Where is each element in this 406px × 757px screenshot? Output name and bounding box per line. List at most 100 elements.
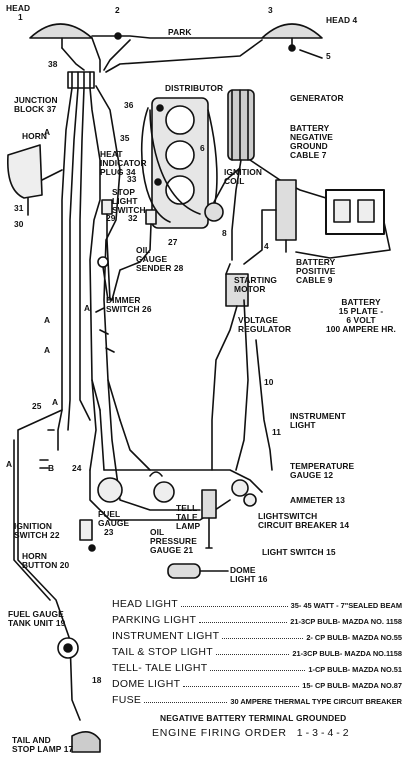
dome-light [167,563,201,579]
legend-spec: 21-3CP BULB- MAZDA NO.1158 [292,649,402,658]
starting-motor [275,179,297,241]
battery-positive-cable [295,221,391,259]
legend-name: FUSE [112,694,142,706]
label-35: 35 [120,133,130,143]
firing-order: ENGINE FIRING ORDER 1-3-4-2 [152,727,352,739]
label-25: 25 [32,401,42,411]
head-lamp-right [261,23,323,39]
ignition-switch [79,519,93,541]
legend-spec: 35- 45 WATT - 7"SEALED BEAM [290,601,402,610]
label-distributor: DISTRIBUTOR [165,83,224,93]
label-a-5: A [52,397,59,407]
legend-row: DOME LIGHT 15- CP BULB- MAZDA NO.87 [112,674,402,690]
horn [7,144,43,199]
label-3: 3 [268,5,273,15]
legend-row: PARKING LIGHT 21-3CP BULB- MAZDA NO. 1158 [112,610,402,626]
label-8: 8 [222,228,227,238]
legend-name: TELL- TALE LIGHT [112,662,208,674]
oil-gauge-sender [145,209,157,225]
label-32: 32 [128,213,138,223]
label-light-switch: LIGHT SWITCH 15 [262,547,336,557]
label-2: 2 [115,5,120,15]
tell-tale-lamp [149,471,163,477]
label-24: 24 [72,463,82,473]
label-a-6: A [6,459,13,469]
label-a-3: A [44,315,51,325]
label-b: B [48,463,55,473]
label-30: 30 [14,219,24,229]
label-38: 38 [48,59,58,69]
fuel-gauge [97,477,123,503]
label-33: 33 [127,174,137,184]
legend-row: TELL- TALE LIGHT 1-CP BULB- MAZDA NO.51 [112,658,402,674]
label-horn: HORN [22,131,48,141]
label-generator: GENERATOR [290,93,344,103]
stop-light-switch [101,199,113,215]
label-31: 31 [14,203,24,213]
label-29: 29 [106,213,116,223]
label-36: 36 [124,100,134,110]
ammeter [243,493,257,507]
label-head-4: HEAD 4 [326,15,358,25]
legend-name: TAIL & STOP LIGHT [112,646,213,658]
firing-order-value: 1-3-4-2 [296,727,352,739]
legend-row: INSTRUMENT LIGHT 2- CP BULB- MAZDA NO.55 [112,626,402,642]
legend-name: DOME LIGHT [112,678,181,690]
temperature-gauge [231,479,249,497]
legend-spec: 2- CP BULB- MAZDA NO.55 [306,633,402,642]
label-11: 11 [272,427,282,437]
legend-spec: 21-3CP BULB- MAZDA NO. 1158 [290,617,402,626]
dimmer-switch [97,256,109,268]
label-park: PARK [168,27,192,37]
legend-name: INSTRUMENT LIGHT [112,630,220,642]
legend-row: HEAD LIGHT 35- 45 WATT - 7"SEALED BEAM [112,594,402,610]
front-harness [61,37,263,73]
legend-name: PARKING LIGHT [112,614,197,626]
label-10: 10 [264,377,274,387]
legend-spec: 30 AMPERE THERMAL TYPE CIRCUIT BREAKER [230,697,402,706]
firing-order-label: ENGINE FIRING ORDER [152,727,287,739]
legend-name: HEAD LIGHT [112,598,179,610]
label-ammeter: AMMETER 13 [290,495,345,505]
legend-spec: 1-CP BULB- MAZDA NO.51 [308,665,402,674]
head-lamp-left [29,23,93,39]
label-a-4: A [44,345,51,355]
label-27: 27 [168,237,178,247]
tail-stop-lamp [71,731,101,753]
ground-note: NEGATIVE BATTERY TERMINAL GROUNDED [160,713,347,723]
ignition-coil [204,202,224,222]
label-5: 5 [326,51,331,61]
legend-row: TAIL & STOP LIGHT 21-3CP BULB- MAZDA NO.1… [112,642,402,658]
label-6: 6 [200,143,205,153]
label-4: 4 [264,241,269,251]
bulb-legend: HEAD LIGHT 35- 45 WATT - 7"SEALED BEAM PA… [112,594,402,706]
park-wire [91,35,263,39]
horn-button [88,544,96,552]
legend-spec: 15- CP BULB- MAZDA NO.87 [302,681,402,690]
oil-pressure-gauge [153,481,175,503]
